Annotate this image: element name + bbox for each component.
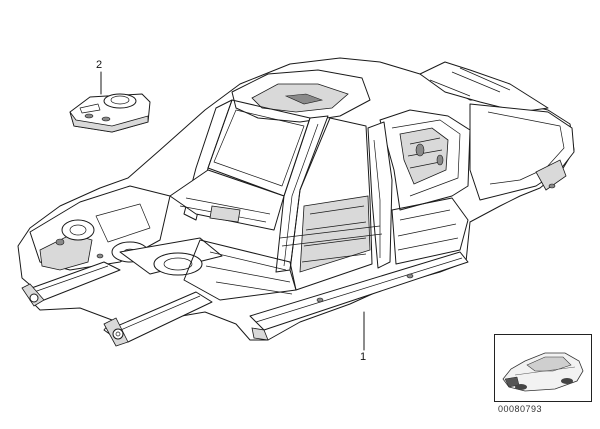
callout-part-1: 1 [360,351,367,363]
vehicle-thumbnail [494,334,592,402]
diagram-id-label: 00080793 [498,404,543,414]
callout-part-2: 2 [96,59,103,71]
car-icon [502,352,584,392]
body-shell-part-1[interactable] [17,57,575,347]
cover-plate-part-2[interactable] [69,93,151,133]
